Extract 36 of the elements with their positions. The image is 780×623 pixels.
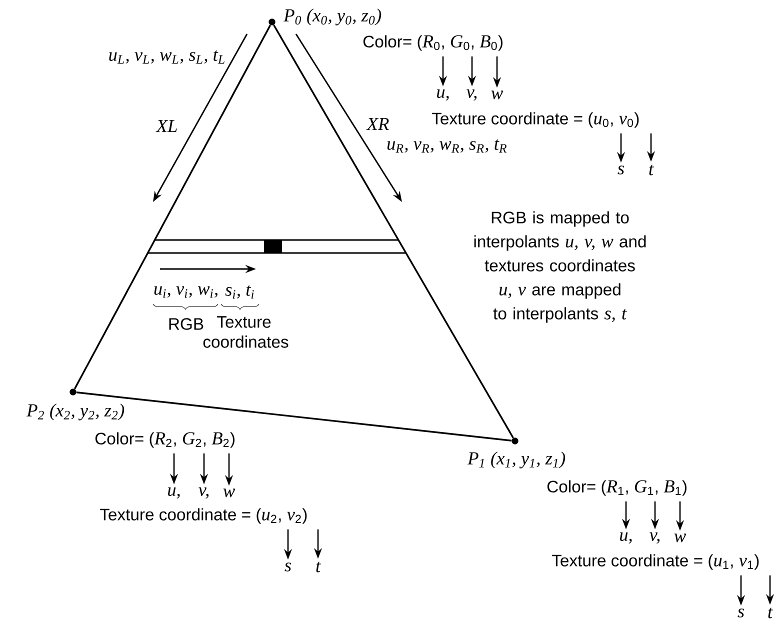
variable-label: s	[618, 166, 624, 174]
triangle-edge	[74, 24, 272, 390]
equation-text: Texture coordinate = (u$_{2}$, v$_{2}$)	[100, 508, 307, 524]
variable-label: t	[649, 164, 654, 176]
vertex-label: P$_{2}$ (x$_{2}$, y$_{2}$, z$_{2}$)	[26, 404, 124, 420]
equation-text: Color= (R$_{0}$, G$_{0}$, B$_{0}$)	[363, 35, 502, 51]
equation-text: Texture coordinate = (u$_{0}$, v$_{0}$)	[432, 112, 639, 128]
variable-label: u,	[168, 487, 180, 499]
triangle-edge	[76, 392, 512, 442]
vertex-label: P$_{1}$ (x$_{1}$, y$_{1}$, z$_{1}$)	[468, 452, 566, 468]
annotation-text: RGB is mapped to interpolants u, v, w and textures coordinates u, v are mapped to interpolants s, t	[474, 211, 646, 323]
variable-label: u,	[620, 532, 632, 544]
arrow-label: XR	[366, 118, 389, 130]
variable-label: v,	[198, 487, 209, 499]
triangle-edge	[273, 24, 514, 438]
equation-text: Color= (R$_{2}$, G$_{2}$, B$_{2}$)	[95, 432, 234, 448]
brace-label: Texture coordinates	[203, 316, 288, 348]
variable-label: s	[738, 608, 744, 618]
variable-label: u,	[437, 89, 449, 101]
brace-label: RGB	[169, 318, 204, 330]
variable-label: t	[768, 608, 773, 618]
equation-text: Color= (R$_{1}$, G$_{1}$, B$_{1}$)	[547, 480, 686, 496]
equation-text: Texture coordinate = (u$_{1}$, v$_{1}$)	[552, 554, 759, 570]
variable-label: u$_{L}$, v$_{L}$, w$_{L}$, s$_{L}$, t$_{L}$	[109, 50, 224, 64]
variable-label: t	[316, 562, 321, 572]
variable-label: u$_{R}$, v$_{R}$, w$_{R}$, s$_{R}$, t$_{R}$	[387, 139, 507, 153]
variable-label: w	[491, 90, 503, 100]
variable-label: v,	[466, 89, 477, 101]
variable-label: s	[284, 562, 292, 572]
variable-label: v,	[650, 532, 660, 544]
variable-label: u$_{i}$, v$_{i}$, w$_{i}$,	[154, 286, 218, 298]
variable-label: s$_{i}$, t$_{i}$	[225, 285, 254, 299]
variable-label: w	[674, 534, 686, 542]
variable-label: w	[223, 488, 235, 498]
arrow-label: XL	[156, 120, 177, 132]
vertex-label: P$_{0}$ (x$_{0}$, y$_{0}$, z$_{0}$)	[284, 8, 382, 26]
